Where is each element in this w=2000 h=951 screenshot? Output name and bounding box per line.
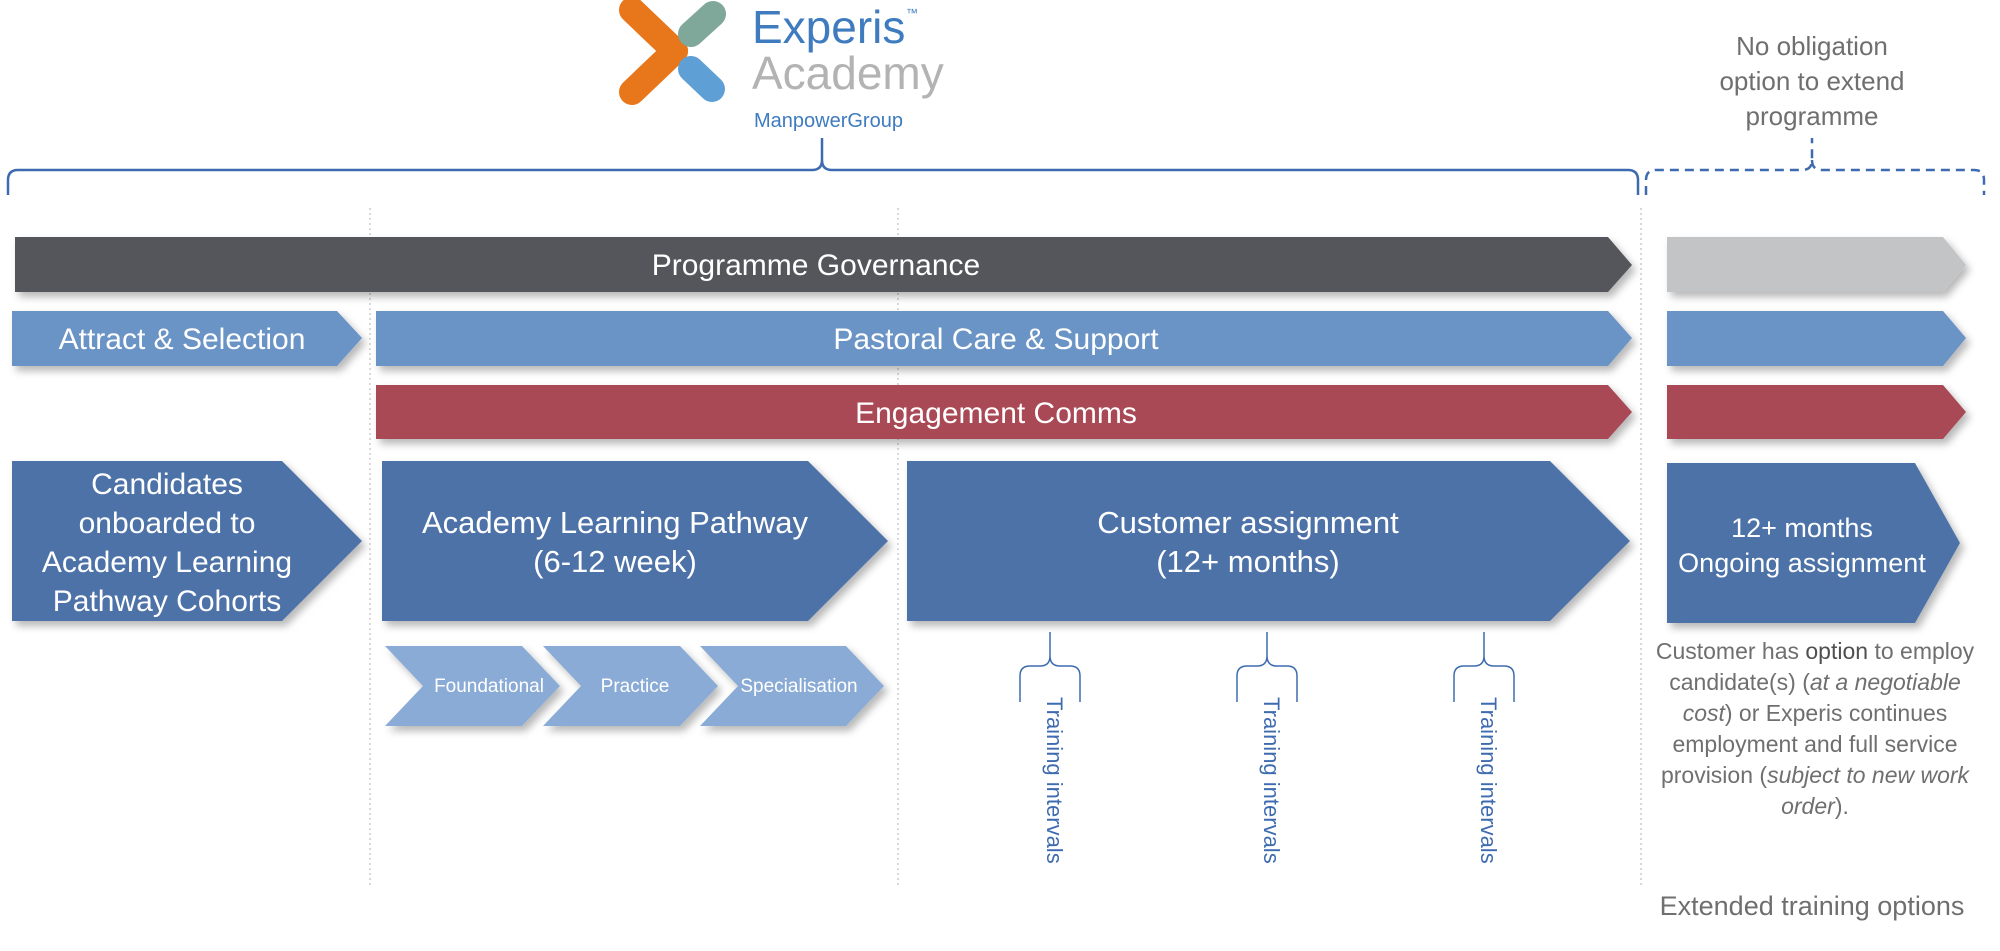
extend-option-header: No obligation option to extend programme xyxy=(1719,31,1904,131)
onboarding-line-3: Academy Learning xyxy=(42,546,292,579)
onboarding-line-1: Candidates xyxy=(91,468,243,501)
training-interval-2-brace xyxy=(1236,632,1298,702)
learning-pathway-stage-arrow: Academy Learning Pathway (6-12 week) xyxy=(382,461,888,621)
training-interval-1: Training intervals xyxy=(1019,632,1081,864)
extend-header-line-3: programme xyxy=(1746,101,1879,131)
extension-note-part-1: Customer has xyxy=(1655,638,1806,664)
onboarding-line-4: Pathway Cohorts xyxy=(53,585,281,618)
pastoral-care-label: Pastoral Care & Support xyxy=(833,323,1159,356)
engagement-comms-band: Engagement Comms xyxy=(376,385,1632,439)
customer-assignment-line-1: Customer assignment xyxy=(1097,505,1399,540)
sub-step-specialisation: Specialisation xyxy=(700,646,884,726)
extend-header-line-2: option to extend xyxy=(1719,66,1904,96)
onboarding-stage-arrow: Candidates onboarded to Academy Learning… xyxy=(12,461,362,621)
training-interval-3-brace xyxy=(1453,632,1515,702)
programme-governance-extension-arrow xyxy=(1667,237,1966,292)
onboarding-line-2: onboarded to xyxy=(79,507,256,540)
programme-governance-band: Programme Governance xyxy=(15,237,1632,292)
extension-note-part-3: to employ candidate(s) ( xyxy=(1669,638,1975,695)
extended-training-options: Extended training options xyxy=(1660,891,1965,921)
engagement-comms-extension-arrow xyxy=(1667,385,1966,439)
extension-span-brace xyxy=(1644,138,1986,195)
engagement-comms-label: Engagement Comms xyxy=(855,397,1137,430)
sub-step-foundational-label: Foundational xyxy=(434,676,544,697)
logo-wordmark-experis: Experis xyxy=(752,1,905,53)
attract-selection-band: Attract & Selection xyxy=(12,311,362,366)
logo-trademark: ™ xyxy=(906,6,918,20)
attract-selection-label: Attract & Selection xyxy=(59,323,306,356)
training-interval-3: Training intervals xyxy=(1453,632,1515,864)
training-interval-3-label: Training intervals xyxy=(1476,697,1501,864)
programme-governance-label: Programme Governance xyxy=(652,249,980,282)
sub-step-practice-label: Practice xyxy=(601,676,670,697)
sub-step-specialisation-label: Specialisation xyxy=(740,676,857,697)
extension-note-part-7: ). xyxy=(1834,793,1849,819)
extension-note: Customer has option to employ candidate(… xyxy=(1650,636,1980,822)
phase-dividers xyxy=(369,208,1642,888)
logo-owner-name: ManpowerGroup xyxy=(754,110,903,132)
pastoral-care-extension-arrow xyxy=(1667,311,1966,366)
training-interval-2-label: Training intervals xyxy=(1259,697,1284,864)
learning-pathway-line-1: Academy Learning Pathway xyxy=(422,505,809,540)
pastoral-care-band: Pastoral Care & Support xyxy=(376,311,1632,366)
sub-step-practice: Practice xyxy=(543,646,718,726)
ongoing-assignment-line-2: Ongoing assignment xyxy=(1678,548,1926,578)
training-interval-2: Training intervals xyxy=(1236,632,1298,864)
learning-sub-steps: Foundational Practice Specialisation xyxy=(385,646,884,726)
extension-note-option: option xyxy=(1805,638,1869,664)
logo-wordmark-academy: Academy xyxy=(752,47,944,99)
sub-step-foundational: Foundational xyxy=(385,646,560,726)
extension-note-work-order: subject to new work order xyxy=(1767,762,1970,819)
extend-header-line-1: No obligation xyxy=(1736,31,1888,61)
training-interval-1-label: Training intervals xyxy=(1042,697,1067,864)
learning-pathway-line-2: (6-12 week) xyxy=(533,544,697,579)
ongoing-assignment-stage-arrow: 12+ months Ongoing assignment xyxy=(1667,463,1960,623)
ongoing-assignment-line-1: 12+ months xyxy=(1731,513,1873,543)
logo-x-mark-icon xyxy=(619,0,726,105)
training-interval-1-brace xyxy=(1019,632,1081,702)
programme-span-brace xyxy=(6,138,1640,195)
experis-academy-logo: Experis ™ Academy ManpowerGroup xyxy=(619,0,944,132)
extension-note-part-5: ) or Experis continues employment and fu… xyxy=(1660,700,1958,788)
customer-assignment-stage-arrow: Customer assignment (12+ months) xyxy=(907,461,1630,621)
extension-note-cost: at a negotiable cost xyxy=(1682,669,1961,726)
customer-assignment-line-2: (12+ months) xyxy=(1156,544,1340,579)
